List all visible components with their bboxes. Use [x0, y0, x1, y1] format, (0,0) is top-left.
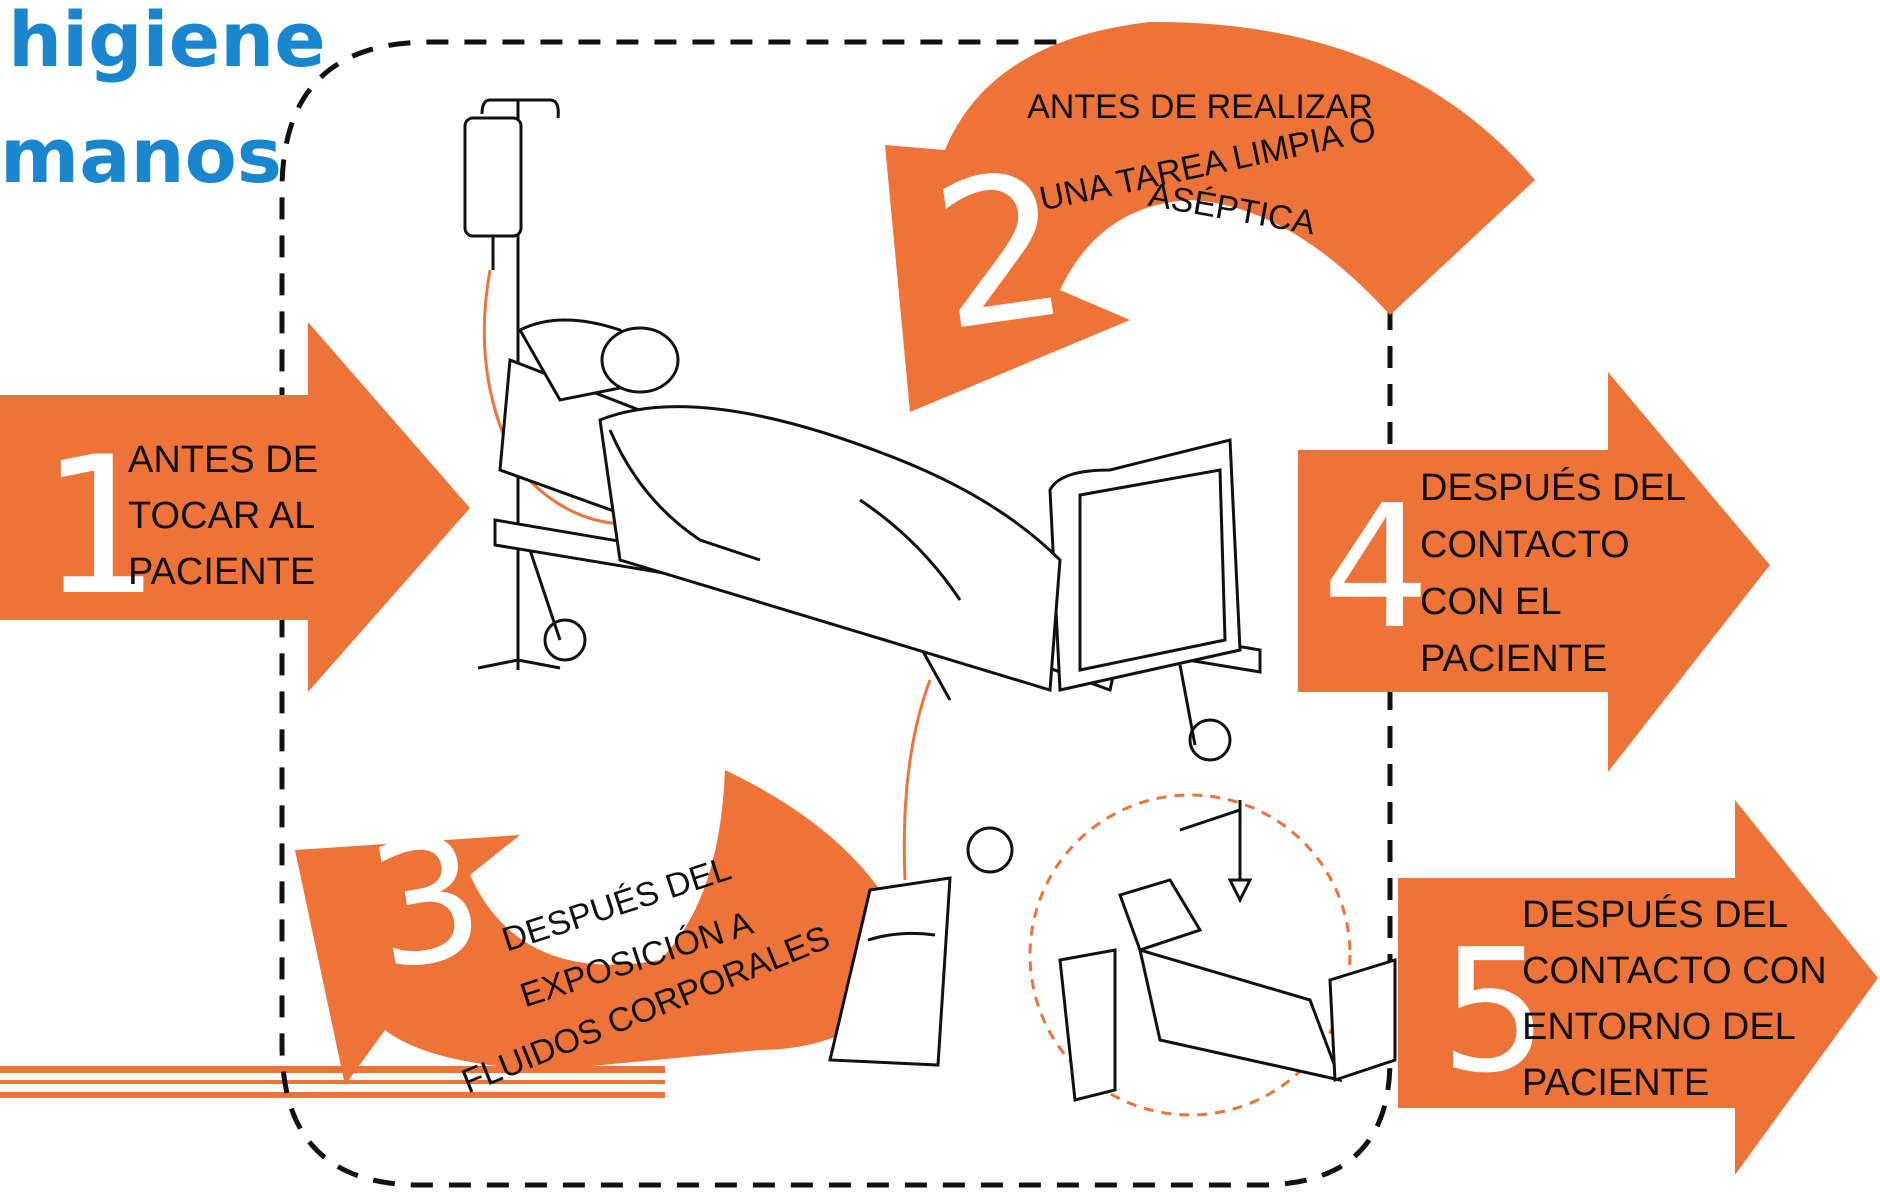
moment-4-label-line: DESPUÉS DEL: [1420, 466, 1685, 509]
moment-4-number: 4: [1322, 469, 1430, 667]
moment-1-arrow: 1 ANTES DE TOCAR AL PACIENTE: [0, 322, 470, 692]
moment-5-arrow: 5 DESPUÉS DEL CONTACTO CON ENTORNO DEL P…: [1398, 800, 1878, 1175]
moment-1-label-line: PACIENTE: [128, 551, 315, 593]
moment-5-label-line: PACIENTE: [1522, 1062, 1709, 1104]
moment-4-label-line: CONTACTO: [1420, 524, 1630, 566]
moment-5-label-line: ENTORNO DEL: [1522, 1006, 1795, 1048]
moment-2-arrow: 2 ANTES DE REALIZAR UNA TAREA LIMPIA O A…: [885, 22, 1535, 412]
decorative-lines: [0, 1066, 665, 1098]
svg-text:ANTES DE TOCAR AL: ANTES DE TOCAR AL PACIENTE: [128, 439, 329, 593]
moment-4-label-line: PACIENTE: [1420, 638, 1607, 680]
moment-1-label-line: TOCAR AL: [128, 495, 314, 537]
moment-4-arrow: 4 DESPUÉS DEL CONTACTO CON EL PACIENTE: [1298, 372, 1770, 772]
hospital-bed-with-patient: [495, 320, 1260, 872]
moment-4-label-line: CON EL: [1420, 581, 1560, 623]
moment-5-label-line: DESPUÉS DEL: [1522, 893, 1787, 936]
moment-5-label-line: CONTACTO CON: [1522, 950, 1827, 992]
patient-surroundings: [1030, 795, 1395, 1115]
moment-1-label-line: ANTES DE: [128, 439, 318, 481]
